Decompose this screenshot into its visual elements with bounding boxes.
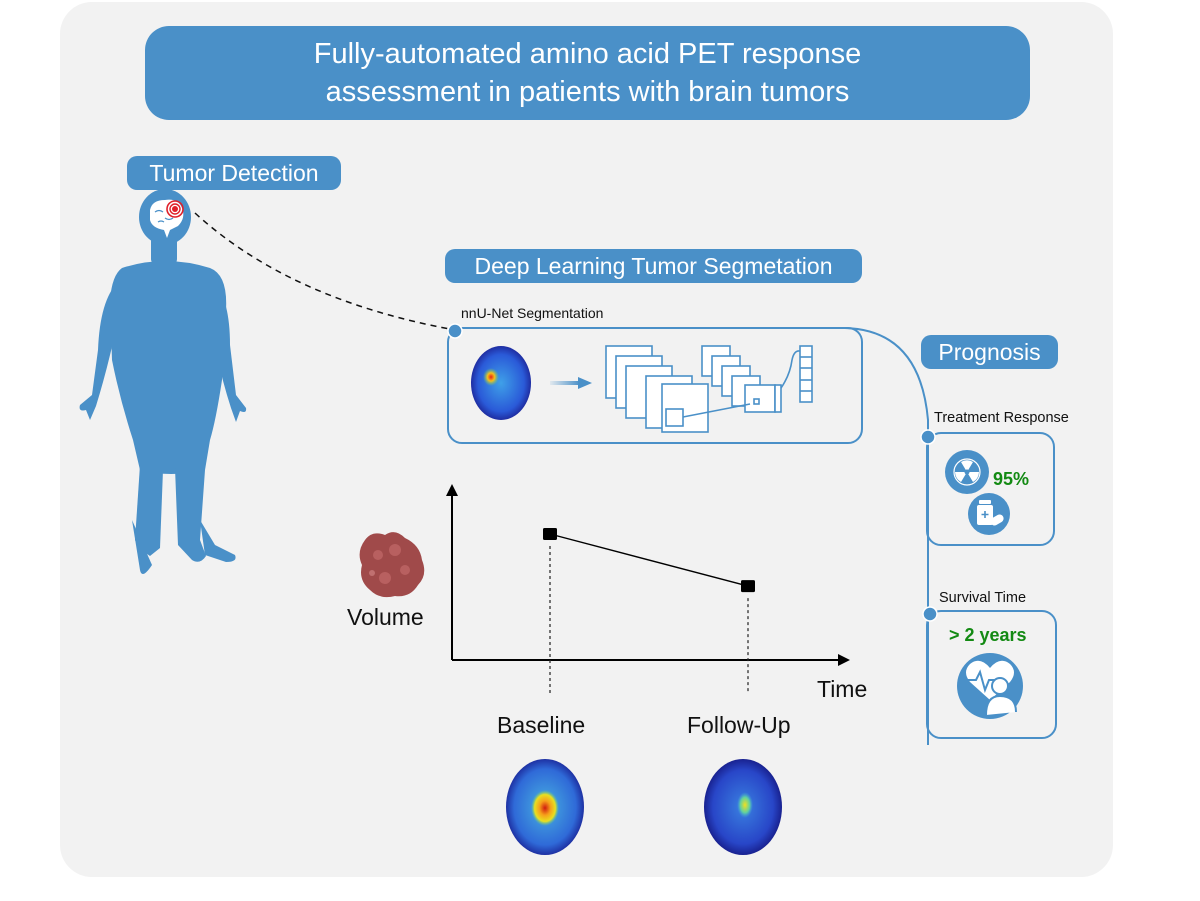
survival-time-label: Survival Time <box>939 590 1027 606</box>
prognosis-connector <box>844 327 929 745</box>
y-axis <box>446 484 458 660</box>
tumor-mass-icon <box>359 532 425 598</box>
x-axis-label: Time <box>817 676 868 702</box>
connector-node-treatment <box>920 429 936 445</box>
page-title: Fully-automated amino acid PET response … <box>145 26 1030 120</box>
tumor-detection-label: Tumor Detection <box>127 156 341 190</box>
survival-time-box <box>922 606 1057 739</box>
survival-time-value: > 2 years <box>949 625 1027 645</box>
x-tick-label-baseline: Baseline <box>497 712 586 738</box>
segmentation-label: Deep Learning Tumor Segmetation <box>445 249 862 283</box>
title-line-1: Fully-automated amino acid PET response <box>313 38 862 70</box>
detection-connector <box>194 212 456 331</box>
radiation-icon <box>945 450 989 494</box>
segmentation-box-label: nnU-Net Segmentation <box>461 305 604 321</box>
arrow-icon <box>550 377 592 389</box>
baseline-pet-scan <box>506 759 584 855</box>
prognosis-label: Prognosis <box>921 335 1058 369</box>
x-tick-label-followup: Follow-Up <box>687 712 791 738</box>
tumor-target-icon <box>166 200 184 218</box>
data-point-baseline <box>543 528 557 540</box>
title-line-2: assessment in patients with brain tumors <box>325 76 850 108</box>
x-axis <box>452 654 850 666</box>
main-panel <box>60 2 1113 877</box>
y-axis-label: Volume <box>347 604 424 630</box>
pet-scan-input <box>471 346 531 420</box>
data-point-follow-up <box>741 580 755 593</box>
network-diagram <box>605 345 813 433</box>
connector-node-survival <box>922 606 938 622</box>
series-line <box>549 533 749 587</box>
treatment-response-box <box>920 429 1055 546</box>
treatment-response-value: 95% <box>993 469 1030 489</box>
connector-node-seg <box>447 323 463 339</box>
followup-pet-scan <box>704 759 782 855</box>
y-axis-arrow <box>446 484 458 496</box>
x-axis-arrow <box>838 654 850 666</box>
medication-icon <box>968 493 1010 535</box>
treatment-response-label: Treatment Response <box>934 410 1069 426</box>
heart-patient-icon <box>957 653 1023 719</box>
